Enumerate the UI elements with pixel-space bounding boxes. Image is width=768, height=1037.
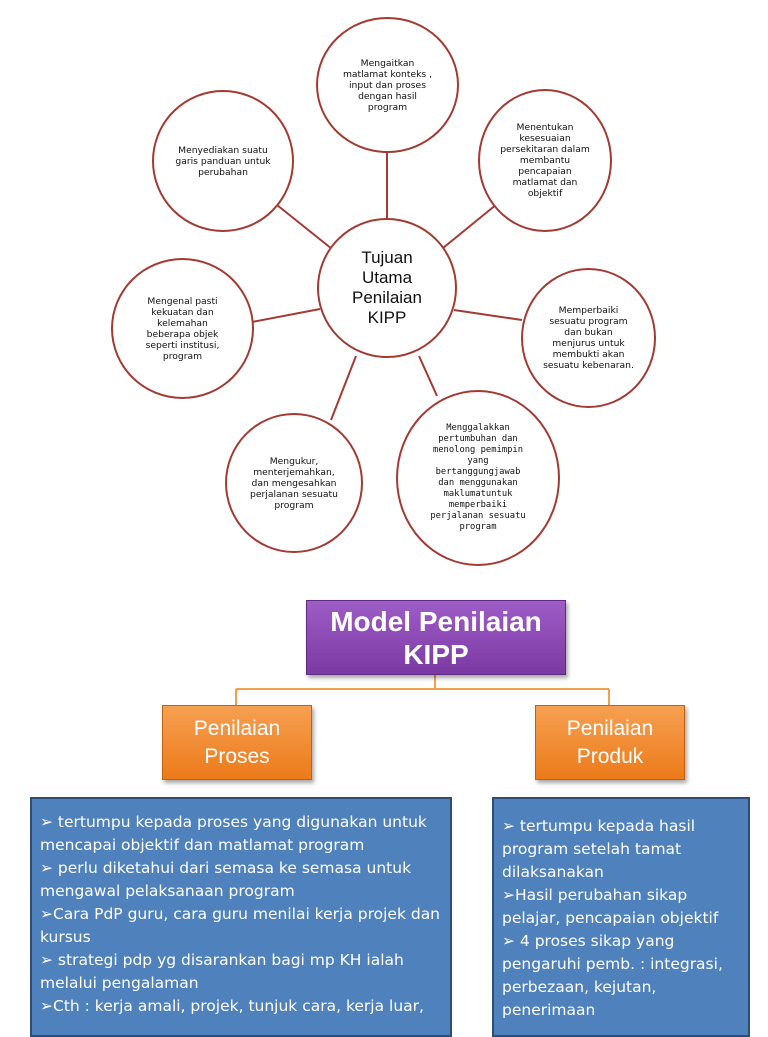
bubble-line: Mengukur, [269, 455, 319, 467]
bubble-line: dan menggunakan [438, 478, 518, 488]
produk-label-line: Penilaian [566, 716, 654, 740]
bubble-line: Memperbaiki [558, 305, 619, 316]
bubble-line: dengan hasil [358, 90, 417, 102]
center-line: Penilaian [352, 288, 422, 307]
bubble-line: kesesuaian [519, 133, 571, 144]
bubble-bottom-right: Menggalakkan pertumbuhan dan menolong pe… [396, 390, 560, 566]
penilaian-proses-box: Penilaian Proses [162, 705, 312, 780]
bubble-line: pertumbuhan dan [438, 434, 518, 444]
center-line: KIPP [367, 308, 407, 327]
bubble-line: Menentukan [516, 122, 574, 133]
bubble-top: Mengaitkan matlamat konteks , input dan … [316, 17, 459, 153]
bubble-line: matlamat konteks , [342, 68, 433, 80]
proses-point: ➢Cara PdP guru, cara guru menilai kerja … [40, 905, 441, 946]
produk-point: ➢Hasil perubahan sikap pelajar, pencapai… [502, 886, 719, 927]
bubble-line: bertanggungjawab [435, 467, 521, 477]
bubble-line: kekuatan dan [151, 306, 214, 318]
spider-diagram-connectors [251, 150, 523, 421]
bubble-line: program [162, 350, 203, 362]
bubble-line: perjalanan sesuatu [250, 488, 338, 500]
produk-point: ➢ tertumpu kepada hasil program setelah … [502, 817, 696, 881]
proses-point: ➢Cth : kerja amali, projek, tunjuk cara,… [40, 997, 424, 1015]
bubble-line: seperti institusi, [145, 339, 220, 351]
proses-points-box: ➢ tertumpu kepada proses yang digunakan … [30, 797, 452, 1037]
proses-point: ➢ strategi pdp yg disarankan bagi mp KH … [40, 951, 404, 992]
bubble-left: Mengenal pasti kekuatan dan kelemahan be… [111, 258, 254, 399]
model-title-line: Model Penilaian [330, 605, 542, 637]
bubble-line: menjurus untuk [552, 338, 625, 349]
bubble-right: Memperbaiki sesuatu program dan bukan me… [521, 268, 656, 408]
bubble-line: beberapa objek [146, 328, 219, 340]
proses-point: ➢ tertumpu kepada proses yang digunakan … [40, 813, 427, 854]
connector-right [453, 309, 523, 321]
connector-top-left [276, 204, 333, 250]
connector-left [251, 308, 321, 323]
produk-points-box: ➢ tertumpu kepada hasil program setelah … [492, 797, 750, 1037]
bubble-line: dan bukan [564, 327, 613, 338]
bubble-line: garis panduan untuk [175, 155, 271, 167]
penilaian-produk-box: Penilaian Produk [535, 705, 685, 780]
bubble-line: memperbaiki [448, 500, 508, 510]
bubble-line: objektif [527, 188, 563, 199]
bubble-line: program [459, 522, 497, 532]
produk-point: ➢ 4 proses sikap yang pengaruhi pemb. : … [502, 932, 723, 1019]
bubble-line: menterjemahkan, [253, 466, 335, 478]
bubble-line: Mengenal pasti [147, 295, 218, 307]
bubble-line: membantu [519, 155, 571, 166]
bubble-line: maklumatuntuk [443, 489, 513, 499]
bubble-line: input dan proses [348, 79, 426, 91]
proses-point: ➢ perlu diketahui dari semasa ke semasa … [40, 859, 412, 900]
model-title-box: Model Penilaian KIPP [306, 600, 566, 675]
connector-top-right [442, 203, 498, 249]
bubble-line: program [367, 101, 408, 113]
connector-bottom-right [418, 355, 438, 397]
proses-label-line: Proses [204, 744, 270, 768]
bubble-line: membukti akan [552, 349, 625, 360]
bubble-line: sesuatu program [549, 316, 628, 327]
model-title-line: KIPP [403, 638, 469, 670]
center-line: Utama [361, 268, 413, 287]
proses-label-line: Penilaian [193, 716, 281, 740]
bubble-line: kelemahan [157, 317, 208, 329]
bubble-top-right: Menentukan kesesuaian persekitaran dalam… [478, 89, 612, 232]
bubble-line: matlamat dan [512, 177, 578, 188]
bubble-line: program [274, 499, 314, 511]
center-bubble: Tujuan Utama Penilaian KIPP [317, 218, 457, 358]
bubble-line: dan mengesahkan [251, 477, 337, 489]
bubble-top-left: Menyediakan suatu garis panduan untuk pe… [152, 90, 294, 232]
bubble-line: menolong pemimpin [432, 445, 524, 455]
bubble-line: yang [467, 456, 489, 466]
bubble-bottom-left: Mengukur, menterjemahkan, dan mengesahka… [225, 413, 363, 553]
bubble-line: Menggalakkan [446, 423, 510, 433]
bubble-line: sesuatu kebenaran. [543, 360, 634, 371]
bubble-line: Menyediakan suatu [178, 144, 268, 156]
bubble-line: Mengaitkan [360, 57, 415, 69]
bubble-line: pencapaian [518, 166, 572, 177]
connector-bottom-left [330, 355, 357, 421]
center-line: Tujuan [361, 248, 413, 267]
produk-label-line: Produk [576, 744, 644, 768]
bubble-line: perjalanan sesuatu [430, 511, 526, 521]
bubble-line: persekitaran dalam [500, 144, 590, 155]
bubble-line: perubahan [198, 166, 248, 178]
